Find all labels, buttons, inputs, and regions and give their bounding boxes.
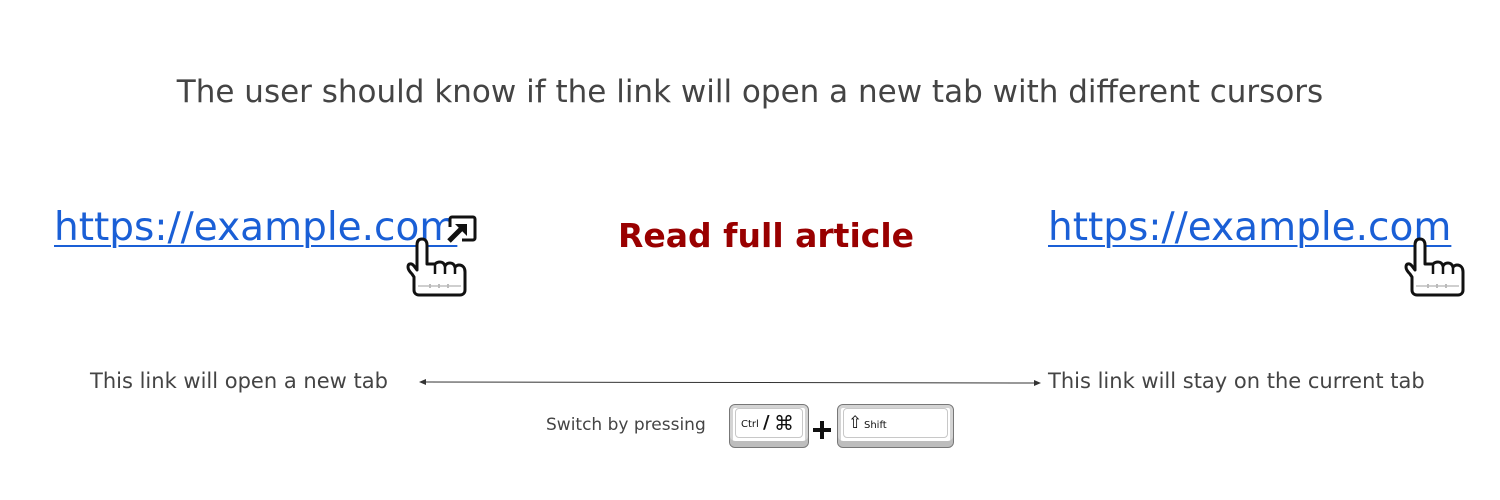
shift-key-label: Shift	[864, 420, 887, 431]
double-headed-arrow	[419, 379, 1041, 386]
new-tab-caption: This link will open a new tab	[90, 369, 388, 393]
switch-instruction: Switch by pressing	[546, 415, 706, 435]
new-tab-link[interactable]: https://example.com	[54, 205, 458, 250]
cmd-icon: ⌘	[774, 411, 794, 435]
shift-key: ⇧ Shift	[837, 404, 954, 448]
hand-pointer-icon-new-tab	[406, 237, 467, 297]
headline: The user should know if the link will op…	[176, 74, 1324, 110]
ctrl-cmd-key: Ctrl / ⌘	[729, 404, 809, 448]
read-full-article-link[interactable]: Read full article	[618, 216, 915, 255]
same-tab-caption: This link will stay on the current tab	[1048, 369, 1425, 393]
ctrl-key-label: Ctrl	[741, 419, 759, 430]
new-tab-arrow-icon	[444, 215, 477, 244]
same-tab-link[interactable]: https://example.com	[1048, 205, 1452, 250]
plus-icon	[813, 421, 831, 439]
shift-arrow-icon: ⇧	[848, 413, 863, 433]
hand-pointer-icon-same-tab	[1404, 237, 1465, 297]
key-separator: /	[763, 412, 770, 433]
